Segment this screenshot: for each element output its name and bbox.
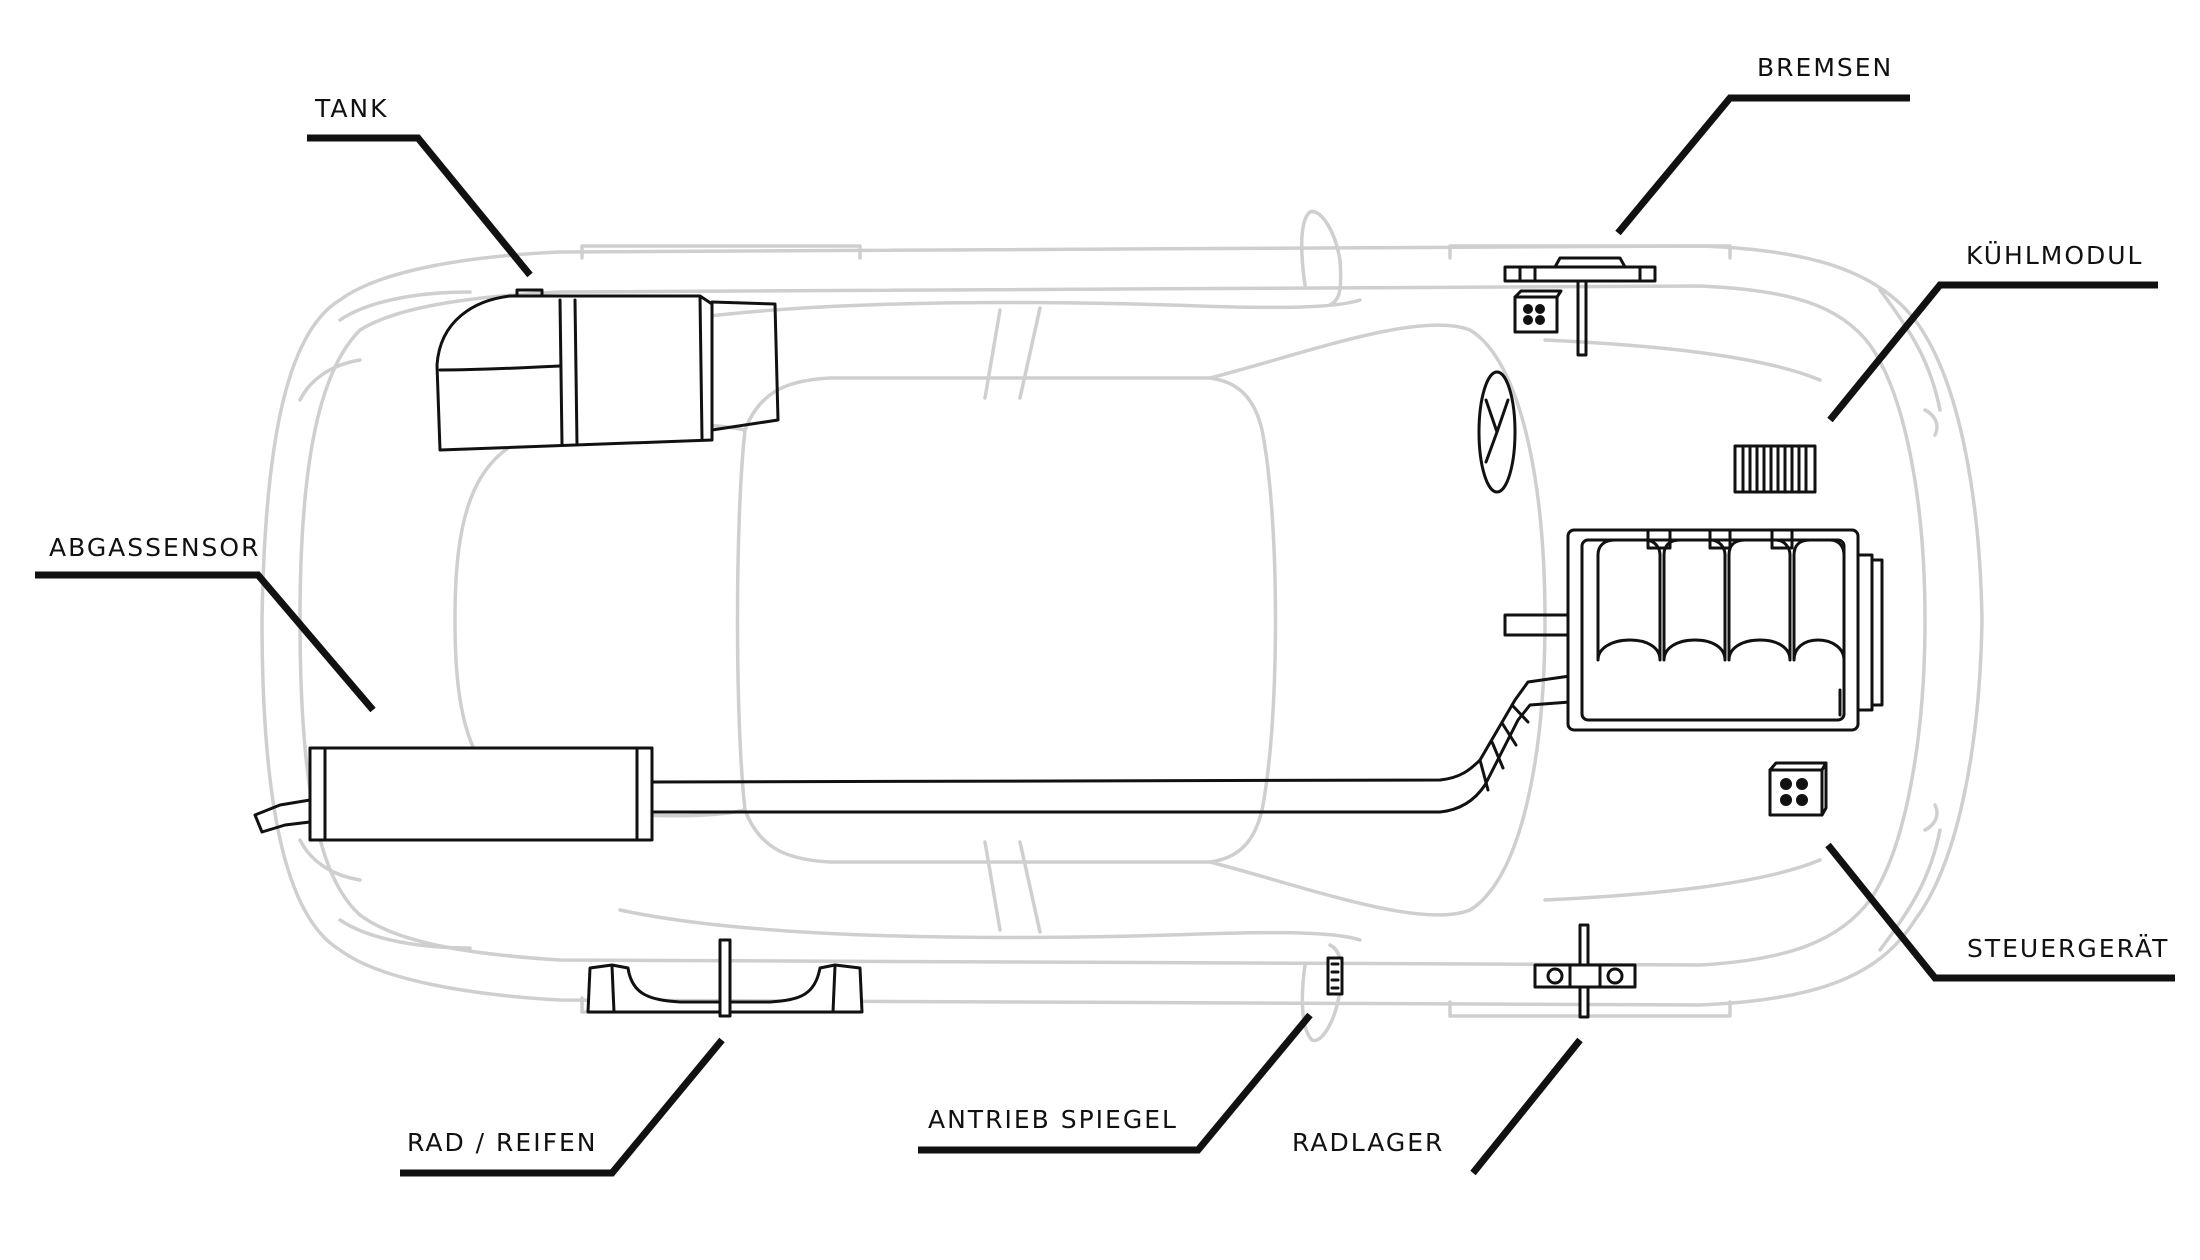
control-unit — [1768, 761, 1828, 817]
leader-tank — [307, 134, 533, 278]
leader-bremsen — [1615, 94, 1910, 236]
exhaust-system — [253, 674, 1842, 842]
car-body-outline — [260, 209, 1984, 1043]
fuel-tank — [435, 288, 780, 452]
wheel-tire — [586, 938, 864, 1018]
leader-abgassensor — [35, 571, 376, 713]
label-antrieb-spiegel: ANTRIEB SPIEGEL — [928, 1105, 1178, 1134]
steering-wheel — [1477, 370, 1517, 494]
label-tank: TANK — [315, 94, 389, 123]
mirror-drive — [1326, 956, 1344, 996]
label-kuehlmodul: KÜHLMODUL — [1966, 241, 2144, 270]
brake-part — [1503, 256, 1657, 357]
cooling-module — [1733, 444, 1817, 494]
label-bremsen: BREMSEN — [1757, 53, 1894, 82]
leader-rad-reifen — [400, 1037, 725, 1177]
label-steuergeraet: STEUERGERÄT — [1967, 934, 2170, 963]
leader-lines — [35, 94, 2175, 1177]
leader-steuergeraet — [1825, 842, 2175, 982]
leader-kuehlmodul — [1827, 281, 2158, 423]
label-rad-reifen: RAD / REIFEN — [407, 1128, 598, 1157]
label-radlager: RADLAGER — [1292, 1128, 1445, 1157]
leader-radlager — [1470, 1037, 1583, 1176]
car-parts — [253, 256, 1884, 1019]
wheel-bearing — [1533, 923, 1637, 1019]
engine-block — [1503, 528, 1884, 732]
label-abgassensor: ABGASSENSOR — [49, 533, 261, 562]
leader-antrieb-spiegel — [918, 1012, 1313, 1154]
